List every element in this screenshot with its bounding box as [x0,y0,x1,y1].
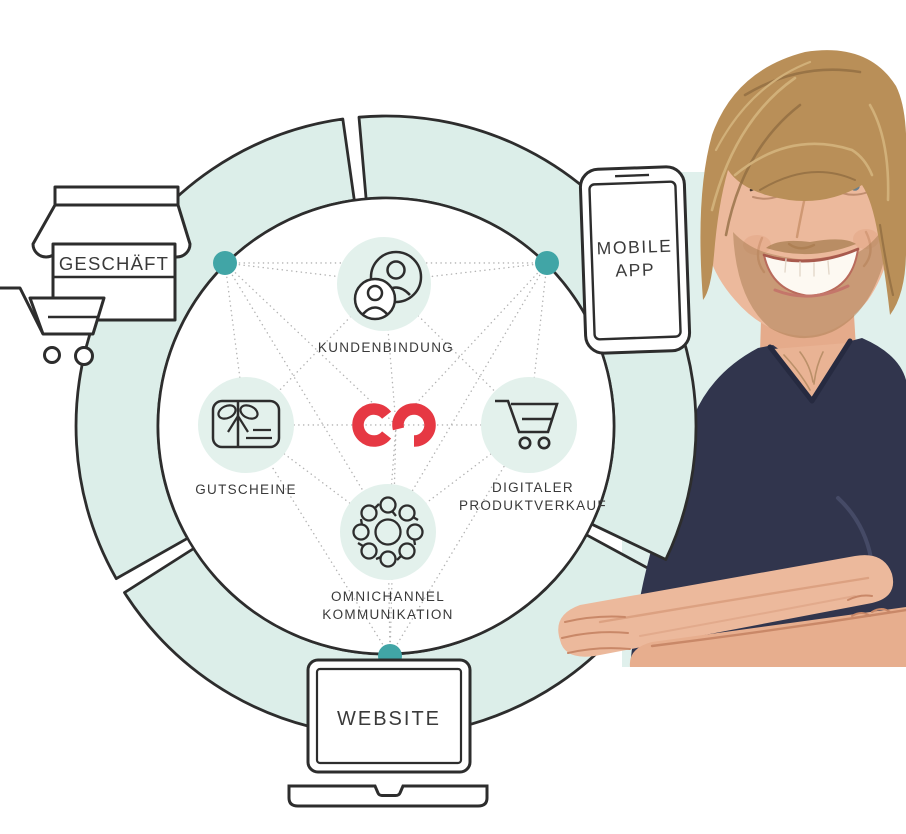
digitaler-produktverkauf-label-line1: DIGITALER [492,480,574,495]
website-label: WEBSITE [337,708,441,730]
mobile-app-label-line2: APP [615,259,656,280]
gutscheine-label: GUTSCHEINE [195,482,297,497]
omnichannel-label-line1: OMNICHANNEL [331,589,445,604]
forearm-top [558,555,894,657]
connector-dot-left [213,251,237,275]
digitaler-produktverkauf-label-line2: PRODUKTVERKAUF [459,498,607,513]
shopping-trolley [0,286,106,366]
forearm-bottom [629,607,906,667]
communication-bubbles-icon [352,496,424,568]
node-digitaler-produktverkauf [481,377,577,473]
hair [700,50,906,315]
node-gutscheine [198,377,294,473]
omnichannel-label-line2: KOMMUNIKATION [322,607,453,622]
kundenbindung-label: KUNDENBINDUNG [318,340,454,355]
brand-infinity-logo [352,403,436,447]
connector-dot-right [535,251,559,275]
customers-icon [353,250,423,321]
hand-fingers [561,615,631,654]
smartphone-icon: MOBILE APP [578,165,692,355]
mobile-app-label-line1: MOBILE [596,236,672,259]
laptop-base [287,784,489,808]
storefront-icon: GESCHÄFT [0,185,192,366]
node-omnichannel-kommunikation [340,484,436,580]
shopping-cart-icon [495,399,559,450]
laptop-icon: WEBSITE [287,658,489,808]
node-kundenbindung [337,237,431,331]
man-photo [558,50,906,667]
gift-card-icon [211,399,281,449]
geschaeft-label: GESCHÄFT [59,253,169,274]
